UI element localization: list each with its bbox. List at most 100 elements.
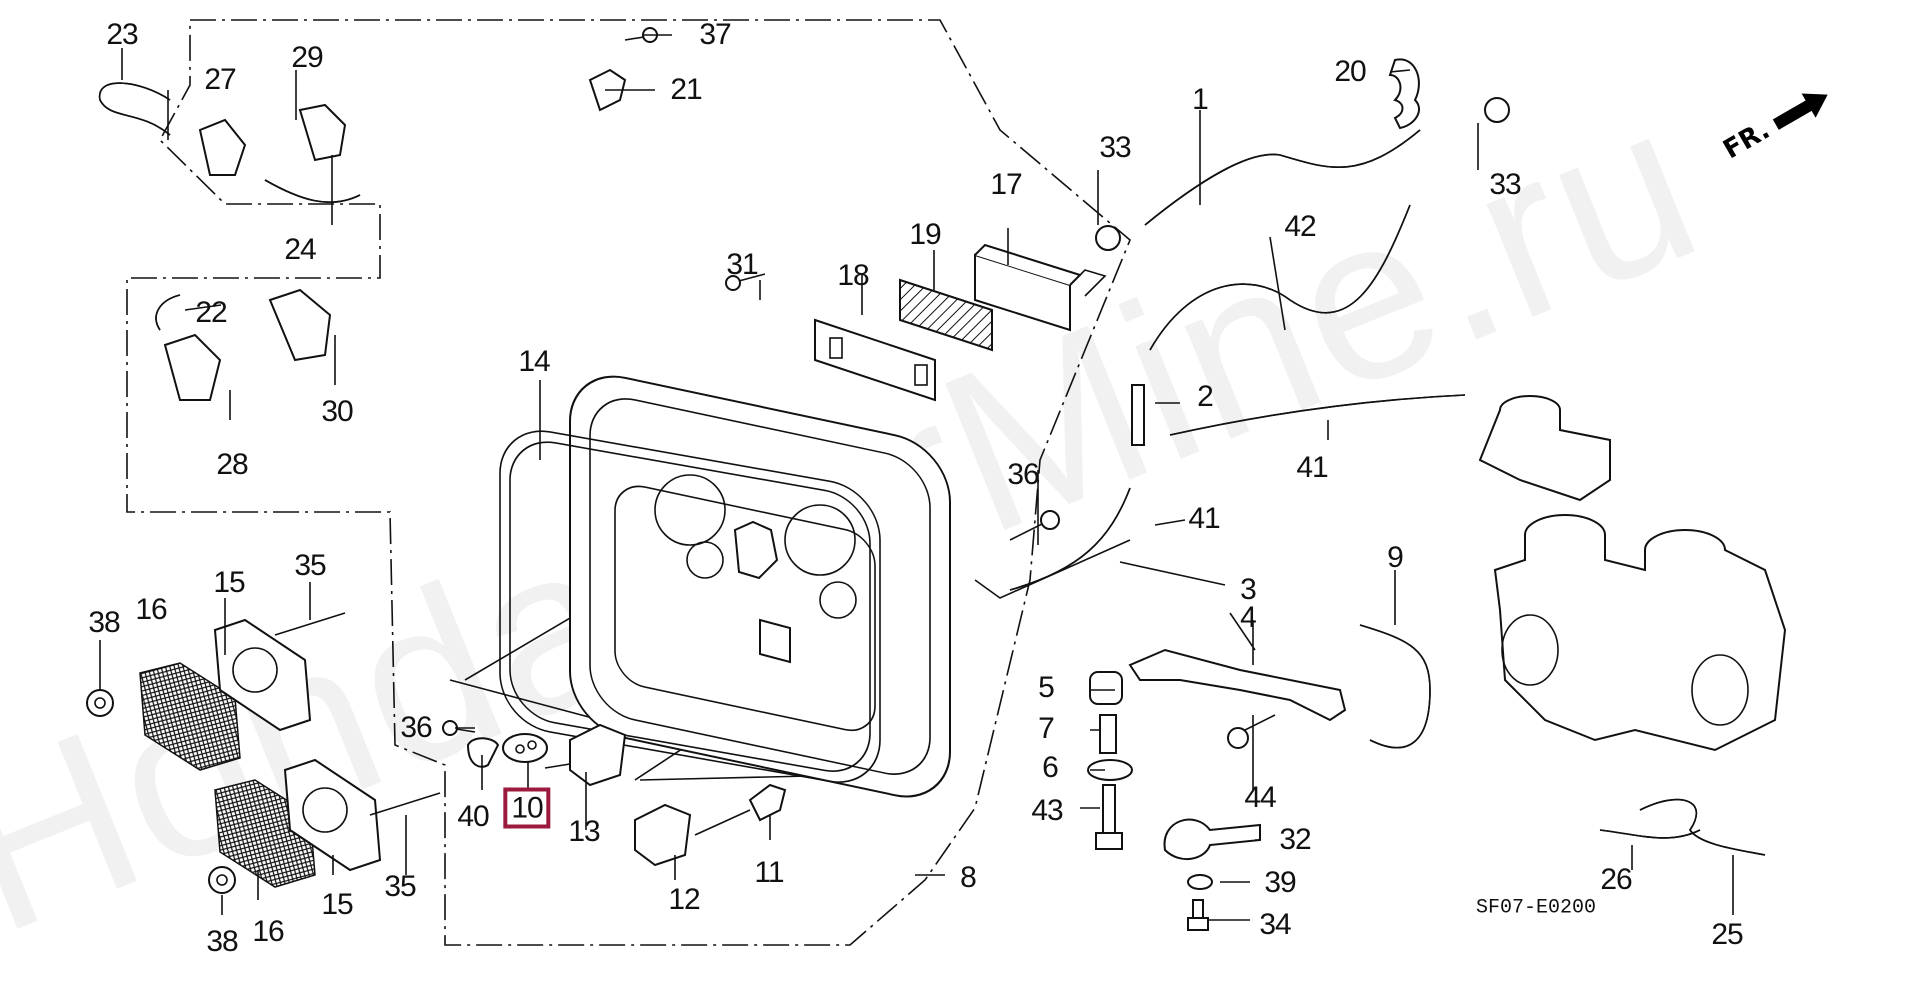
part-10-grommet[interactable] xyxy=(502,733,548,763)
drawing-code: SF07-E0200 xyxy=(1475,896,1597,920)
part-5-grommet[interactable] xyxy=(1089,671,1123,705)
part-41-hose-upper xyxy=(1169,394,1466,436)
part-label-26[interactable]: 26 xyxy=(1600,863,1632,896)
part-39-washer[interactable] xyxy=(1187,874,1213,890)
part-label-23[interactable]: 23 xyxy=(106,18,138,51)
part-label-15-lower[interactable]: 15 xyxy=(321,888,353,921)
part-label-1[interactable]: 1 xyxy=(1192,83,1209,116)
part-label-35-lower[interactable]: 35 xyxy=(384,870,416,903)
part-30-gasket[interactable] xyxy=(268,288,332,362)
front-direction-marker: FR. xyxy=(1718,81,1835,165)
part-34-bolt[interactable] xyxy=(1187,899,1209,931)
part-33-clamp-b[interactable] xyxy=(1484,97,1510,123)
part-29-gasket[interactable] xyxy=(298,103,347,162)
part-label-28[interactable]: 28 xyxy=(216,448,248,481)
part-label-27[interactable]: 27 xyxy=(204,63,236,96)
part-label-3[interactable]: 3 xyxy=(1240,573,1257,606)
part-label-9[interactable]: 9 xyxy=(1387,541,1404,574)
group-boundary-main xyxy=(126,19,1131,946)
part-19-filter[interactable] xyxy=(899,278,993,352)
part-28-petcock[interactable] xyxy=(163,333,222,401)
part-43-bolt[interactable] xyxy=(1095,784,1123,850)
part-6-washer[interactable] xyxy=(1087,759,1133,781)
part-2-valve[interactable] xyxy=(1131,384,1145,446)
part-label-16-lower[interactable]: 16 xyxy=(252,915,284,948)
part-label-41-lower[interactable]: 41 xyxy=(1188,502,1220,535)
part-25-hose xyxy=(1639,798,1766,856)
part-15-gasket-b[interactable] xyxy=(283,758,382,872)
part-4-bracket xyxy=(1128,648,1347,722)
part-20-clip[interactable] xyxy=(1388,58,1420,130)
part-7-collar[interactable] xyxy=(1099,714,1117,754)
part-label-4[interactable]: 4 xyxy=(1240,601,1257,634)
part-label-11[interactable]: 11 xyxy=(754,856,784,889)
part-label-20[interactable]: 20 xyxy=(1334,55,1366,88)
part-label-40[interactable]: 40 xyxy=(457,800,489,833)
part-label-7[interactable]: 7 xyxy=(1038,712,1055,745)
part-11-link[interactable] xyxy=(694,783,787,836)
part-label-31[interactable]: 31 xyxy=(726,248,758,281)
part-label-43[interactable]: 43 xyxy=(1031,794,1063,827)
part-40-clip[interactable] xyxy=(466,737,500,768)
part-label-44[interactable]: 44 xyxy=(1244,781,1276,814)
part-label-21[interactable]: 21 xyxy=(670,73,702,106)
part-label-19[interactable]: 19 xyxy=(909,218,941,251)
part-31-screw[interactable] xyxy=(725,273,766,291)
part-33-clamp-a[interactable] xyxy=(1095,225,1121,251)
part-label-33-right[interactable]: 33 xyxy=(1489,168,1521,201)
part-label-38-lower[interactable]: 38 xyxy=(206,925,238,958)
part-label-42[interactable]: 42 xyxy=(1284,210,1316,243)
part-label-22[interactable]: 22 xyxy=(195,296,227,329)
part-44-bolt[interactable] xyxy=(1227,714,1276,749)
parts-diagram xyxy=(86,19,1787,946)
part-label-36-lower[interactable]: 36 xyxy=(400,711,432,744)
part-label-34[interactable]: 34 xyxy=(1259,908,1291,941)
part-35-stud-b[interactable] xyxy=(369,792,441,816)
part-38-nut-b[interactable] xyxy=(208,866,236,894)
part-label-16-upper[interactable]: 16 xyxy=(135,593,167,626)
part-label-24[interactable]: 24 xyxy=(284,233,316,266)
group-boundary-inner xyxy=(974,539,1131,599)
part-14-seal[interactable] xyxy=(499,423,881,790)
part-label-6[interactable]: 6 xyxy=(1042,751,1059,784)
part-15-gasket-a[interactable] xyxy=(213,618,312,732)
part-label-14[interactable]: 14 xyxy=(518,345,550,378)
part-13-clip[interactable] xyxy=(544,723,627,787)
part-label-25[interactable]: 25 xyxy=(1711,918,1743,951)
part-36-bolt-upper[interactable] xyxy=(1009,510,1060,541)
part-label-18[interactable]: 18 xyxy=(837,259,869,292)
part-label-15-upper[interactable]: 15 xyxy=(213,566,245,599)
front-arrow-icon xyxy=(1772,93,1828,130)
part-16-screen-a[interactable] xyxy=(139,662,241,771)
carburetor-assembly xyxy=(1493,514,1787,752)
part-label-17[interactable]: 17 xyxy=(990,168,1022,201)
part-27-petcock[interactable] xyxy=(198,118,247,176)
part-label-12[interactable]: 12 xyxy=(668,883,700,916)
part-12-clip[interactable] xyxy=(634,803,692,867)
part-17-holder[interactable] xyxy=(974,243,1107,332)
part-1-hose xyxy=(1144,129,1421,226)
part-label-30[interactable]: 30 xyxy=(321,395,353,428)
part-label-37[interactable]: 37 xyxy=(699,18,731,51)
part-label-39[interactable]: 39 xyxy=(1264,866,1296,899)
part-label-41-upper[interactable]: 41 xyxy=(1296,451,1328,484)
part-label-5[interactable]: 5 xyxy=(1038,671,1055,704)
leader-lines xyxy=(99,34,1734,921)
part-label-13[interactable]: 13 xyxy=(568,815,600,848)
part-label-36-upper[interactable]: 36 xyxy=(1007,458,1039,491)
part-label-29[interactable]: 29 xyxy=(291,41,323,74)
part-label-8[interactable]: 8 xyxy=(960,861,977,894)
part-label-33-left[interactable]: 33 xyxy=(1099,131,1131,164)
part-42-hose xyxy=(1149,204,1411,351)
part-label-32[interactable]: 32 xyxy=(1279,823,1311,856)
part-18-plate[interactable] xyxy=(814,318,936,402)
part-35-stud-a[interactable] xyxy=(274,612,346,636)
part-32-clamp[interactable] xyxy=(1163,818,1261,860)
part-label-10-highlighted[interactable]: 10 xyxy=(503,787,551,829)
part-label-38-upper[interactable]: 38 xyxy=(88,606,120,639)
part-38-nut-a[interactable] xyxy=(86,689,114,717)
part-label-2[interactable]: 2 xyxy=(1197,380,1214,413)
part-8-case[interactable] xyxy=(569,366,951,807)
part-label-35-upper[interactable]: 35 xyxy=(294,549,326,582)
diaphragm-assembly xyxy=(1478,395,1611,502)
